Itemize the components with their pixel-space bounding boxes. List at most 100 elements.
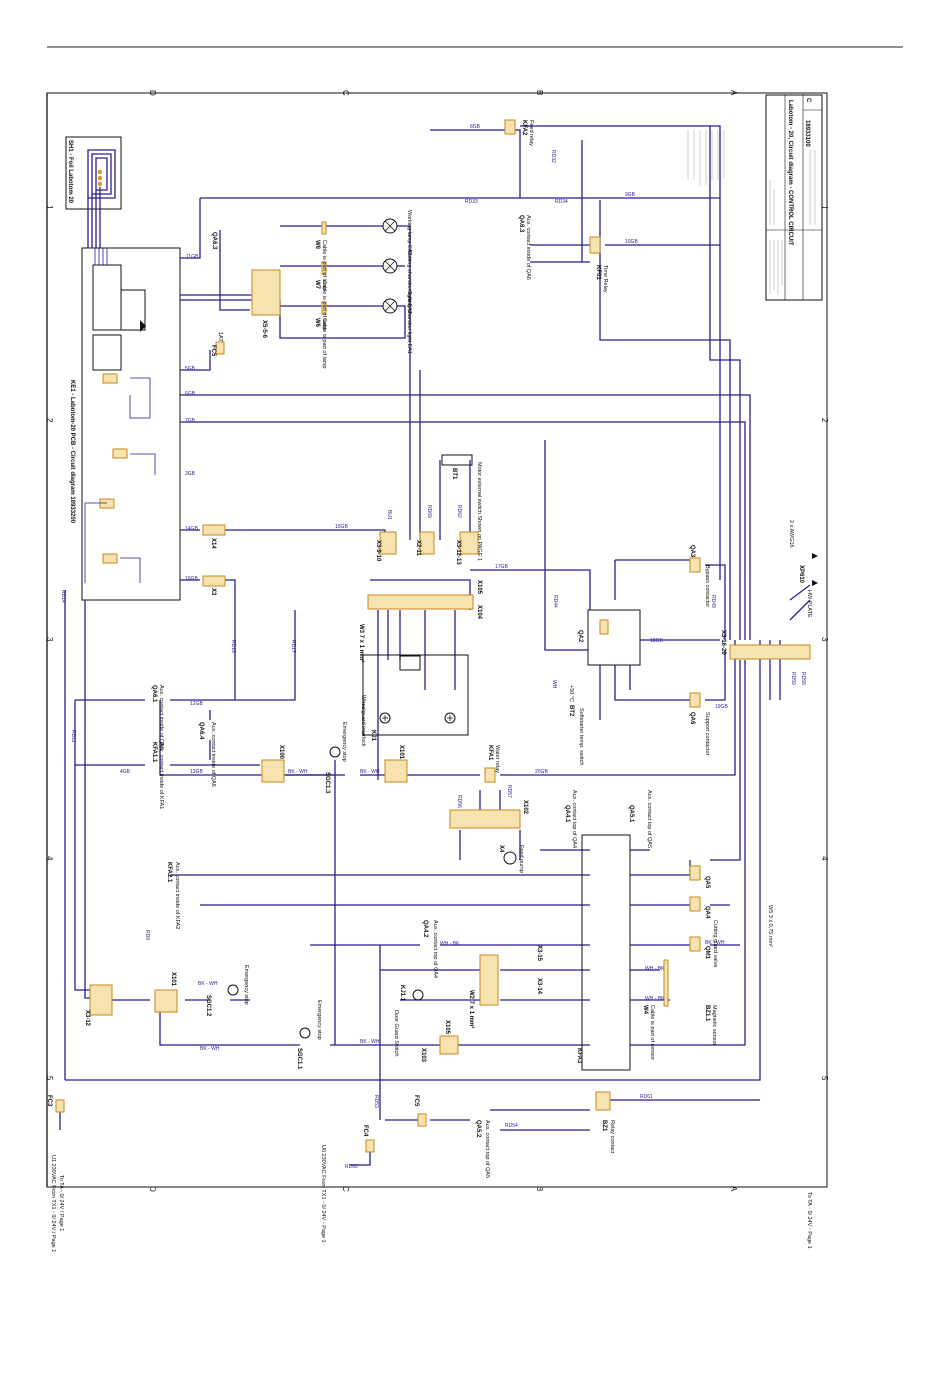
wire-tag-rd44: RD44 <box>552 595 558 608</box>
wire-tag-wh-bk-1: WH - BK <box>440 941 460 947</box>
wire-tag-7gb: 7GB <box>185 418 196 424</box>
qa4-label: QA4 <box>704 906 710 919</box>
x103-label: X103 <box>420 1048 426 1063</box>
terminals <box>55 119 811 1153</box>
w7-desc: Cable is part of lamp <box>321 280 327 330</box>
sgc13-emergency-stop-icon <box>329 746 341 758</box>
bz11-desc: Magnetic sensor <box>711 1005 717 1046</box>
x3-12-13-label: X3-12-13 <box>455 540 461 565</box>
x3-12-terminal-block <box>89 984 113 1016</box>
x3-9-label: X3-9-10 <box>375 540 381 562</box>
ea3-label: Working lamp EA3 <box>406 210 412 255</box>
title-block: Labotom - 20, Circuit diagram - CONTROL … <box>687 94 823 301</box>
kj11-door-switch-icon <box>412 989 424 1001</box>
bt2-desc: Softstarter temp. switch <box>578 708 584 765</box>
x101-label: X101 <box>398 745 404 760</box>
qa63b-label: QA6.3 <box>211 232 217 250</box>
kfa11-label: KFA1.1 <box>151 742 157 763</box>
qa61-desc: Aux. contact inside of QA6 <box>158 685 164 750</box>
qa51-label: QA5.1 <box>628 805 634 823</box>
ke1-pcb-block: KE1 - Labotom-20 PCB - Circuit diagram 1… <box>69 247 181 601</box>
w2-label: W2 7 x 1 mm² <box>468 990 475 1028</box>
x3-16-label: X3-16-20 <box>720 630 726 655</box>
wire-tag-wh-bk-3: WH - BK <box>645 996 665 1002</box>
wire-tag-16gb: 16GB <box>185 576 198 582</box>
bt2-label: BT2 <box>568 705 574 717</box>
wire-tag-rd59: RD59 <box>790 672 796 685</box>
x5-label: X5-5-6 <box>261 320 267 339</box>
qa6-label: QA6 <box>689 712 695 725</box>
w8-desc: Cable is part of lamp <box>321 240 327 290</box>
wire-tags: 8GB 9GB 10GB 11GB 5GB 6GB 7GB 3GB 15GB 1… <box>60 124 806 1170</box>
title-block-title: Labotom - 20, Circuit diagram - CONTROL … <box>787 100 793 246</box>
bt1-switch <box>441 454 473 466</box>
wire-tag-rd56: RD56 <box>456 795 462 808</box>
x4-feed-pump-icon <box>503 851 517 865</box>
kfa11-desc: Aux. contact inside of KFA1 <box>158 742 164 809</box>
w5-label: W5 3 x 0,75 mm² <box>767 905 773 947</box>
wire-tag-11gb: 11GB <box>186 254 199 260</box>
wire-tag-5gb: 5GB <box>185 366 196 372</box>
sh1-label: SH1 - Foil Labotom 20 <box>67 140 73 204</box>
x3-label: X3 <box>210 588 216 596</box>
bt1-label: BT1 <box>451 468 457 480</box>
x104-strip <box>367 594 474 610</box>
qa2-label: QA2 <box>577 630 583 643</box>
qa64-label: QA6.4 <box>198 722 204 740</box>
wire-tag-rd33: RD33 <box>465 199 478 205</box>
x102-label: X102 <box>522 800 528 815</box>
wire-tag-rd9: RD9 <box>144 930 150 940</box>
fc4-label: FC4 <box>362 1125 368 1137</box>
wire-tag-15gb: 15GB <box>335 524 348 530</box>
title-block-drawing-no: 18933100 <box>804 120 810 147</box>
w4-label: W4 <box>642 1005 648 1015</box>
x3-12-label: X3-12 <box>84 1010 90 1027</box>
labels: KFA2 Feed relay KF01 Time Relay QA6.3 Au… <box>46 120 812 1252</box>
x14-terminal <box>202 524 226 536</box>
x4-desc: Feed pump <box>518 845 524 873</box>
qa51-desc: Aux. contact top of QA5 <box>646 790 652 848</box>
grid-num-left-2: 2 <box>45 418 54 423</box>
qa5-label: QA5 <box>704 876 710 889</box>
w6-label: W6 <box>314 318 320 328</box>
wire-tag-rd57: RD57 <box>506 785 512 798</box>
wire-tag-rd62: RD62 <box>456 505 462 518</box>
xp610-label: XP610 <box>798 565 804 584</box>
kj11-desc: Door Guard Switch <box>393 1010 399 1056</box>
title-block-sheet: C <box>805 98 811 103</box>
kj1-interlock-block <box>362 654 469 736</box>
kfa3-label: KFA3 <box>576 1048 582 1064</box>
wire-tag-rd17: RD17 <box>290 640 296 653</box>
qm1-desc: Cutting guard valve <box>712 920 718 967</box>
bz11-label: BZ1.1 <box>704 1005 710 1022</box>
supply-from-1: U1 230VAC From TX1 - 0/ 24V / Page 1 <box>50 1155 56 1252</box>
w8-label: W8 <box>314 240 320 250</box>
x101b-label: X101 <box>170 972 176 987</box>
sgc13-desc: Emergency stop <box>341 722 347 762</box>
wire-tag-rd53: RD53 <box>373 1095 379 1108</box>
wire-tag-6gb: 6GB <box>185 391 196 397</box>
x100-label: X100 <box>278 745 284 760</box>
supply-to-2: To TA - 0/ 24V - Page 1 <box>806 1192 812 1249</box>
w3-label: W3 7 x 1 mm² <box>358 624 365 662</box>
kfa2-label: KFA2 <box>521 120 527 136</box>
x3-16-20-strip <box>729 644 811 660</box>
grid-num-right-5: 5 <box>820 1076 829 1081</box>
bz1-desc: Relay contact <box>609 1120 615 1154</box>
black-blocks <box>227 454 818 1071</box>
wire-tag-rd49: RD49 <box>710 595 716 608</box>
ea2-label: Cutting chamber light EA2 <box>406 250 412 314</box>
x4-label: X4 <box>498 845 504 853</box>
wire-tag-4gb: 4GB <box>120 769 131 775</box>
x14-label: X14 <box>210 538 216 549</box>
qm1-label: QM1 <box>704 946 710 960</box>
grid-num-left-3: 3 <box>45 637 54 642</box>
wire-tag-bk-wh-5: BK - WH <box>200 1046 220 1052</box>
w4-desc: Cable is part of sensor <box>649 1005 655 1060</box>
grid-letter-bottom-a: A <box>729 1186 738 1192</box>
wire-tag-bu1: BU1 <box>386 510 392 520</box>
qa64-desc: Aux. contact inside of QA6 <box>210 722 216 787</box>
grid-letter-top-b: B <box>535 90 544 95</box>
fc5-value: 1AT <box>217 332 223 342</box>
wire-tag-bk-wh-2: BK - WH <box>360 769 380 775</box>
